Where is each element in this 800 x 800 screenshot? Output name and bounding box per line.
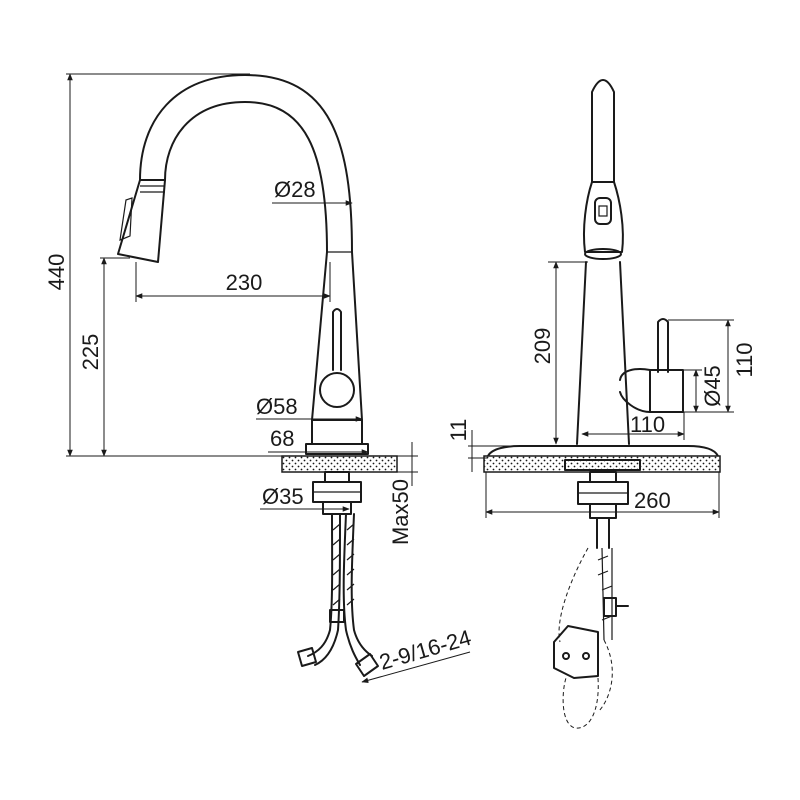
dim-label-handle-reach: 110 [630,412,665,437]
handle-lever [332,308,342,371]
handle-knob [319,372,355,408]
dim-label-reach: 230 [226,270,263,295]
dim-label-handle-dia: Ø45 [700,365,725,407]
spout-outer-outline [139,74,353,253]
front-shank-lower [589,503,617,519]
front-spray-head [582,181,624,253]
hose-end-left [297,647,317,667]
hose-right [342,513,361,666]
dim-label-plate-thickness: 11 [446,419,471,442]
front-view: 209 110 Ø45 110 11 260 [446,79,757,729]
dim-label-spray-height: 209 [530,328,555,365]
deck-section [281,455,398,473]
dim-label-base-dia: Ø58 [256,394,298,419]
hose-loop [558,547,613,729]
hose-end-right [355,653,379,677]
hose-right-inner [350,513,373,657]
hose-weight-screw [582,652,590,660]
front-spray-button-detail [598,205,608,217]
front-faucet-body [576,261,630,445]
dim-label-spout-dia: Ø28 [274,177,316,202]
spray-head-button [119,197,133,241]
front-spray-face [584,248,622,260]
front-deck-collar [564,459,641,471]
faucet-body [311,251,363,421]
front-spout-neck [591,79,615,183]
hose-left [307,513,334,657]
hose-left-inner [314,513,341,666]
dim-label-flange: 68 [270,426,294,451]
dim-label-handle-height: 110 [732,342,757,377]
deck-plate-top [487,445,719,457]
front-hose-valve [603,597,617,617]
front-hose-braid [597,547,613,641]
base-flange [305,443,369,455]
side-view: 440 225 230 Ø28 Ø58 68 Ø35 Max50 2-9/16-… [44,73,474,684]
front-handle-hub [619,368,684,413]
hose-braid [332,523,355,606]
hose-weight-screw [562,652,570,660]
shank-lower [322,501,352,515]
spout-inner-outline [164,101,328,253]
dim-label-total-height: 440 [44,254,69,291]
front-shank [589,471,617,483]
dim-label-spout-height: 225 [78,334,103,371]
front-handle-lever [657,318,669,373]
dim-label-shank-dia: Ø35 [262,484,304,509]
dim-label-deck-thickness: Max50 [388,479,413,545]
hose-weight [553,625,599,679]
dim-hose-thread-line [361,651,471,684]
shank [324,471,350,483]
front-hose [596,517,610,549]
dim-label-plate-width: 260 [634,488,671,513]
spray-head [117,179,166,263]
base-collar [311,419,363,445]
hose-fitting [329,609,345,623]
front-spray-button [594,197,612,225]
dim-label-hose-thread: 2-9/16-24 [376,625,473,675]
